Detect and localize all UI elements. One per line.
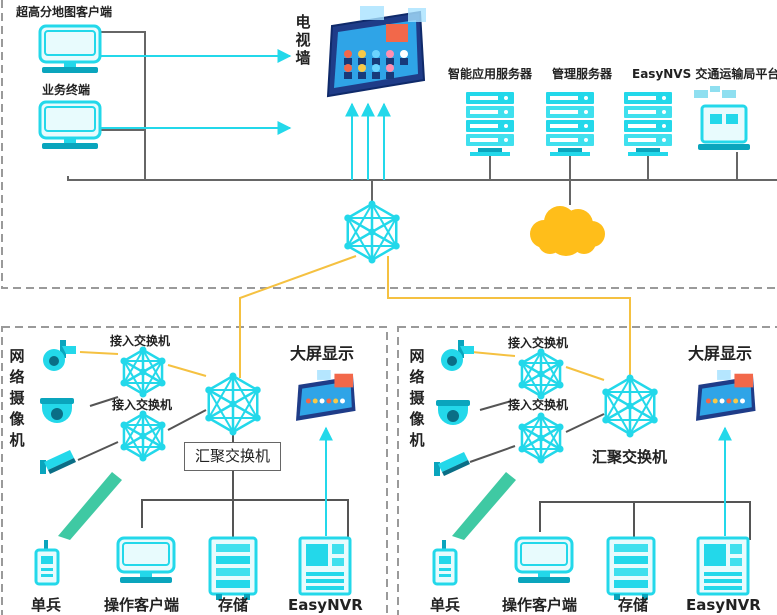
speed-dome-icon-right — [436, 400, 470, 425]
dome-camera-icon-left — [43, 340, 76, 371]
big-screen-label-right: 大屏显示 — [688, 344, 753, 363]
camera-label-left: 网络摄像机 — [9, 347, 25, 449]
server-label-intelligent: 智能应用服务器 — [448, 67, 533, 81]
bottom-label-right-nvr: EasyNVR — [686, 596, 761, 614]
icon-layer — [34, 6, 756, 600]
access-switch-label-right-1: 接入交换机 — [508, 336, 569, 350]
agg-switch-label-left: 汇聚交换机 — [184, 442, 282, 471]
video-wall-icon — [326, 6, 426, 98]
speed-dome-icon-left — [40, 398, 74, 423]
radio-icon-left — [34, 540, 60, 586]
network-switch-icon-agg-left — [205, 372, 261, 436]
big-screen-label-left: 大屏显示 — [290, 344, 355, 363]
bottom-label-left-radio: 单兵 — [31, 596, 62, 614]
right-site-lines — [469, 351, 751, 540]
bullet-camera-icon-left — [40, 450, 76, 474]
cloud-icon — [530, 206, 605, 256]
server-icon-intelligent — [466, 92, 514, 156]
top-arrows — [100, 49, 391, 180]
bottom-label-left-nvr: EasyNVR — [288, 596, 363, 614]
terminal-label: 业务终端 — [42, 83, 91, 97]
server-icon-platform — [624, 92, 672, 156]
server-label-platform: EasyNVS 交通运输局平台 — [632, 67, 777, 81]
big-screen-icon-right — [696, 370, 756, 421]
bullet-camera-icon-right — [434, 452, 470, 476]
nvr-icon-left — [298, 536, 352, 596]
left-site-lines — [77, 351, 349, 538]
network-switch-icon-core — [344, 200, 400, 264]
camera-label-right: 网络摄像机 — [409, 347, 425, 449]
uplink-lines — [239, 255, 631, 378]
server-icon-management — [546, 92, 594, 156]
client-label: 超高分地图客户端 — [16, 5, 113, 19]
storage-icon-right — [606, 536, 656, 600]
monitor-icon-operator-left — [116, 536, 176, 583]
network-switch-icon-agg-right — [602, 374, 658, 438]
agg-switch-label-right: 汇聚交换机 — [592, 448, 668, 466]
server-label-management: 管理服务器 — [552, 67, 613, 81]
platform-icon — [694, 86, 750, 150]
bottom-label-right-radio: 单兵 — [430, 596, 461, 614]
network-switch-icon-access-left-2 — [120, 410, 166, 462]
bottom-label-left-client: 操作客户端 — [104, 596, 180, 614]
top-region-border — [1, 0, 777, 289]
dome-camera-icon-right — [441, 340, 474, 371]
bottom-label-left-storage: 存储 — [218, 596, 249, 614]
network-switch-icon-access-left-1 — [120, 346, 166, 398]
left-site-region-border — [1, 326, 388, 615]
monitor-icon-operator-right — [514, 536, 574, 583]
access-switch-label-left-2: 接入交换机 — [112, 398, 173, 412]
nvr-icon-right — [696, 536, 750, 596]
top-bus-lines — [67, 31, 777, 206]
monitor-icon-terminal — [38, 100, 102, 149]
bottom-label-right-storage: 存储 — [618, 596, 649, 614]
bottom-label-right-client: 操作客户端 — [502, 596, 578, 614]
network-switch-icon-access-right-2 — [518, 412, 564, 464]
network-switch-icon-access-right-1 — [518, 348, 564, 400]
monitor-icon-client — [38, 24, 102, 73]
wireless-link-left — [58, 472, 122, 540]
radio-icon-right — [432, 540, 458, 586]
wireless-link-right — [452, 472, 516, 540]
access-switch-label-right-2: 接入交换机 — [508, 398, 569, 412]
big-screen-icon-left — [296, 370, 356, 421]
storage-icon-left — [208, 536, 258, 600]
access-switch-label-left-1: 接入交换机 — [110, 334, 171, 348]
video-wall-label: 电视墙 — [295, 13, 311, 67]
